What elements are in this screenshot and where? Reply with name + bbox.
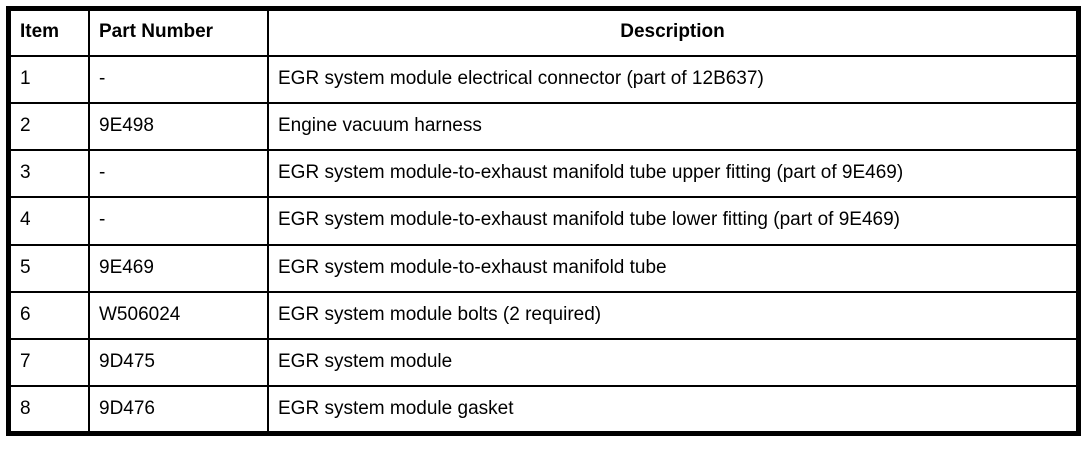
part-number-cell: 9E469 — [88, 243, 269, 293]
description-cell: EGR system module — [267, 337, 1080, 388]
item-cell: 3 — [7, 148, 90, 199]
table-row: 4-EGR system module-to-exhaust manifold … — [7, 196, 1080, 246]
description-cell: EGR system module gasket — [267, 385, 1080, 435]
part-number-cell: 9D475 — [88, 337, 269, 388]
item-cell: 2 — [7, 101, 90, 152]
item-cell: 7 — [7, 337, 90, 388]
description-cell: EGR system module-to-exhaust manifold tu… — [267, 196, 1080, 246]
part-number-cell: - — [88, 54, 269, 104]
item-cell: 6 — [7, 290, 90, 341]
table-header: Item Part Number Description — [7, 7, 1080, 57]
column-header-part-number: Part Number — [88, 7, 269, 57]
description-cell: EGR system module electrical connector (… — [267, 54, 1080, 104]
item-cell: 5 — [7, 243, 90, 293]
description-cell: Engine vacuum harness — [267, 101, 1080, 152]
part-number-cell: 9E498 — [88, 101, 269, 152]
description-cell: EGR system module bolts (2 required) — [267, 290, 1080, 341]
part-number-cell: - — [88, 196, 269, 246]
item-cell: 4 — [7, 196, 90, 246]
column-header-item: Item — [7, 7, 90, 57]
description-cell: EGR system module-to-exhaust manifold tu… — [267, 148, 1080, 199]
column-header-description: Description — [267, 7, 1080, 57]
item-cell: 8 — [7, 385, 90, 435]
part-number-cell: - — [88, 148, 269, 199]
table-body: 1-EGR system module electrical connector… — [7, 54, 1080, 435]
item-cell: 1 — [7, 54, 90, 104]
header-row: Item Part Number Description — [7, 7, 1080, 57]
table-row: 1-EGR system module electrical connector… — [7, 54, 1080, 104]
description-cell: EGR system module-to-exhaust manifold tu… — [267, 243, 1080, 293]
table-row: 3-EGR system module-to-exhaust manifold … — [7, 148, 1080, 199]
part-number-cell: 9D476 — [88, 385, 269, 435]
parts-table: Item Part Number Description 1-EGR syste… — [6, 6, 1081, 436]
part-number-cell: W506024 — [88, 290, 269, 341]
